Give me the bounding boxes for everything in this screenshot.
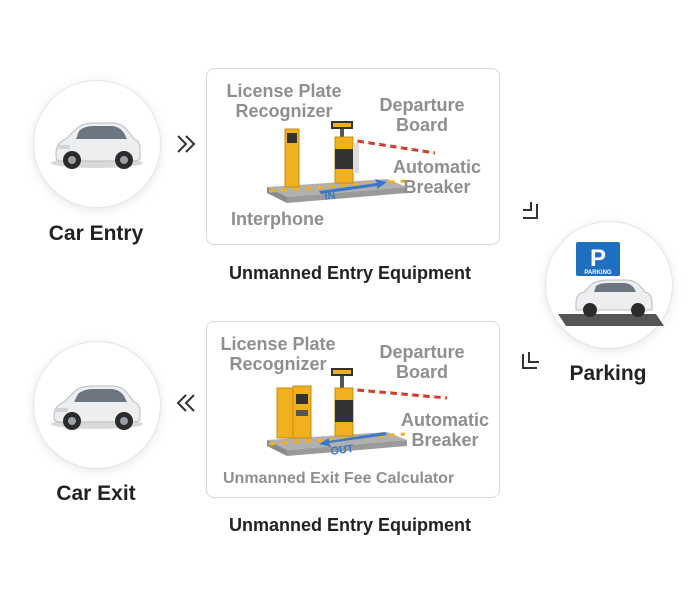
parking-word: PARKING — [584, 270, 612, 276]
exit-gate-illustration: OUT — [267, 368, 448, 458]
car-entry-circle — [33, 80, 161, 208]
exit-license-plate-recognizer-label: License Plate Recognizer — [220, 334, 336, 374]
parking-label: Parking — [569, 362, 647, 385]
parking-scene-icon: P PARKING — [558, 242, 664, 326]
double-chevron-left-icon — [176, 394, 195, 412]
entry-automatic-breaker-label: Automatic Breaker — [392, 157, 481, 197]
entry-gate-illustration: IN — [267, 121, 436, 203]
interphone-label: Interphone — [231, 209, 324, 229]
parking-circle: P PARKING — [545, 221, 673, 349]
parking-letter: P — [590, 245, 606, 272]
lane-arrow — [319, 179, 387, 194]
exit-departure-board-label: Departure Board — [379, 342, 465, 382]
entry-license-plate-recognizer-label: License Plate Recognizer — [226, 81, 342, 121]
car-icon — [51, 122, 143, 169]
fee-calculator-label: Unmanned Exit Fee Calculator — [223, 470, 455, 487]
corner-arrow-down-right-icon — [523, 202, 538, 219]
exit-equipment-panel: OUT License Plate Recognizer Departure B… — [206, 321, 500, 498]
car-entry-label: Car Entry — [48, 222, 144, 245]
lane-marking-in: IN — [324, 190, 337, 203]
double-chevron-right-icon — [177, 135, 196, 153]
entry-departure-board-label: Departure Board — [379, 95, 465, 135]
barrier-arm — [356, 388, 448, 400]
lane-arrow — [319, 432, 387, 447]
car-icon — [51, 385, 143, 430]
corner-arrow-down-left-icon — [522, 352, 539, 369]
barrier-arm — [356, 139, 436, 155]
lane-marking-out: OUT — [330, 443, 355, 458]
car-exit-circle — [33, 341, 161, 469]
exit-automatic-breaker-label: Automatic Breaker — [400, 410, 489, 450]
entry-equipment-caption: Unmanned Entry Equipment — [228, 263, 471, 283]
entry-equipment-panel: IN License Plate Recognizer Departure Bo… — [206, 68, 500, 245]
exit-equipment-caption: Unmanned Entry Equipment — [228, 515, 471, 535]
car-exit-label: Car Exit — [56, 482, 136, 505]
